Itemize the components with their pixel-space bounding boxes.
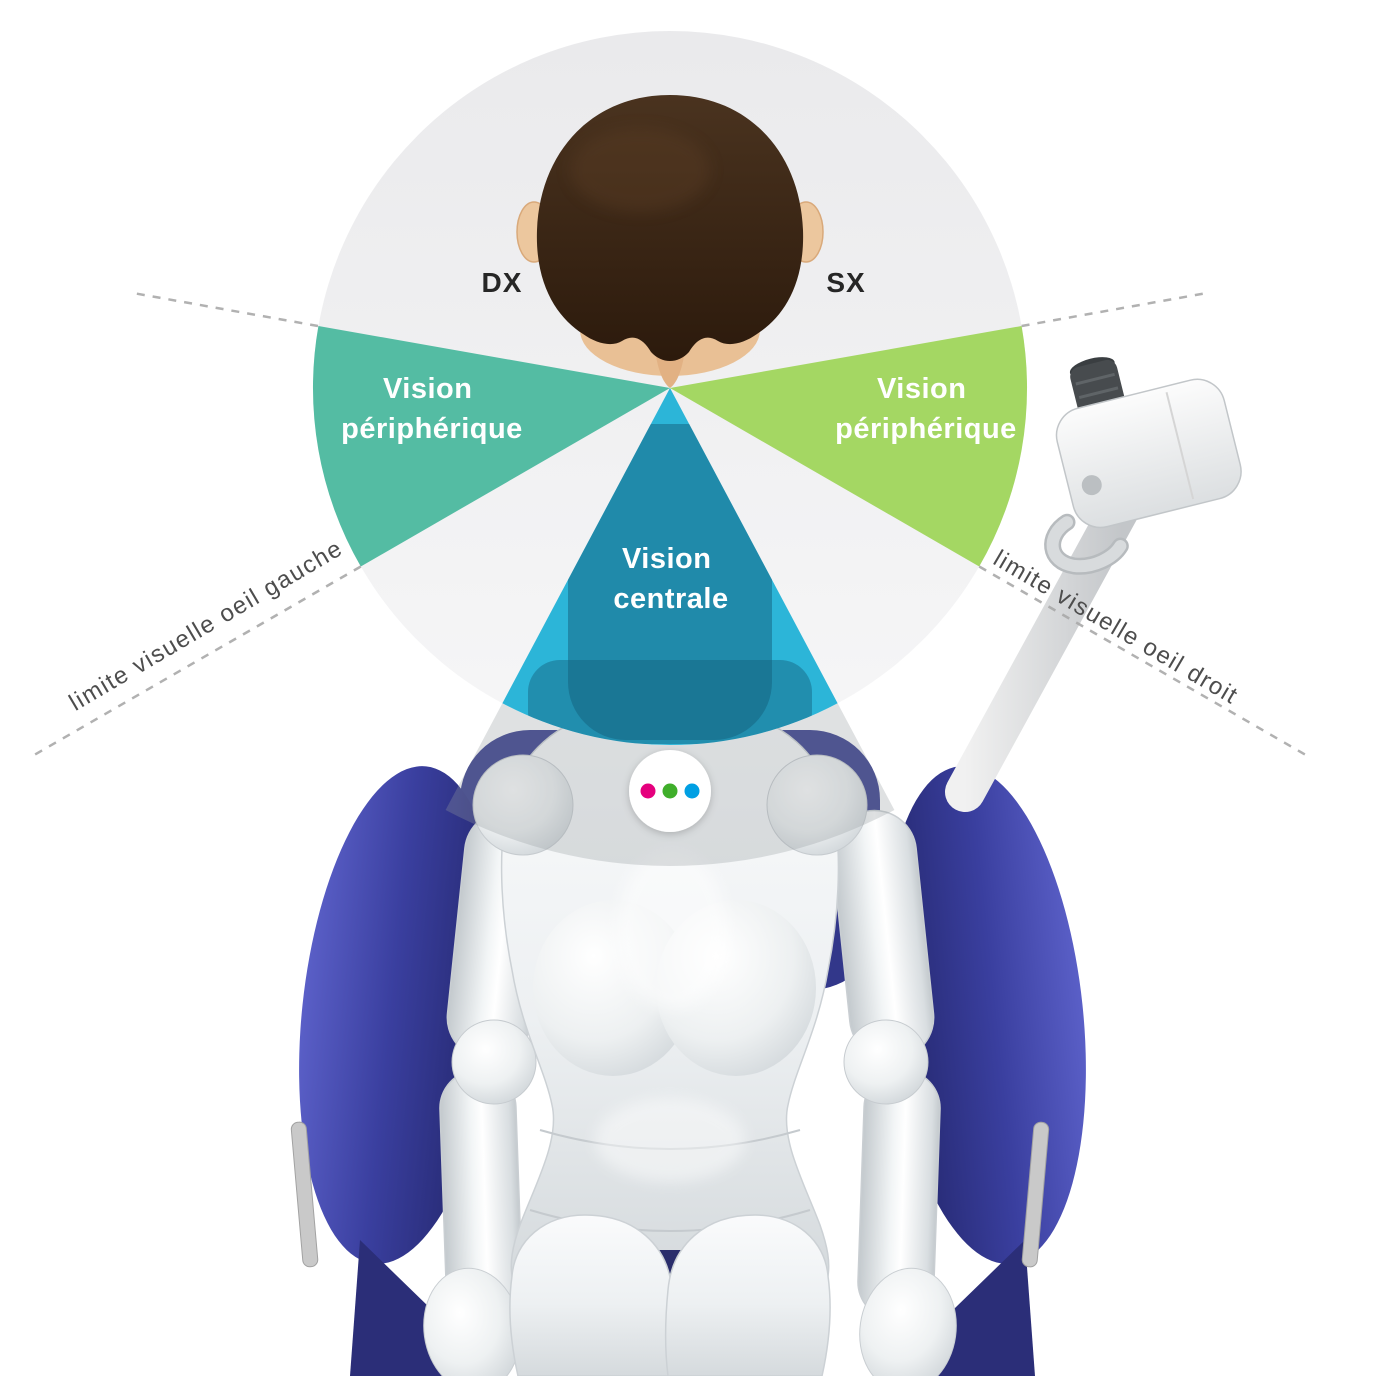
limit-line-left-lower bbox=[28, 565, 362, 760]
chair-left-rail bbox=[290, 1121, 319, 1268]
right-shoulder-joint bbox=[766, 754, 868, 856]
label-sx: SX bbox=[826, 267, 865, 298]
label-peripheral-right-line2: périphérique bbox=[835, 413, 1017, 445]
label-central-line2: centrale bbox=[613, 583, 728, 615]
headrest-silhouette bbox=[528, 424, 812, 744]
nozzle-rib bbox=[1075, 372, 1116, 386]
chest-highlight bbox=[617, 850, 727, 1010]
belly-highlight bbox=[595, 1098, 745, 1182]
peripheral-vision-right-wedge bbox=[670, 326, 1028, 567]
limit-line-left-upper bbox=[132, 291, 319, 328]
hair-highlight bbox=[570, 128, 710, 212]
label-peripheral-right-line1: Vision bbox=[877, 373, 967, 405]
label-central-line1: Vision bbox=[622, 543, 712, 575]
badge-dot-cyan bbox=[684, 783, 700, 799]
left-elbow-joint bbox=[451, 1019, 537, 1105]
label-central-vision: Vision centrale bbox=[613, 543, 728, 615]
right-thigh bbox=[664, 1214, 831, 1376]
right-hand bbox=[859, 1267, 957, 1376]
patient-head-top-view bbox=[516, 95, 824, 388]
instrument-handle bbox=[1046, 516, 1127, 573]
bib-badge bbox=[629, 750, 711, 832]
left-thigh bbox=[509, 1214, 676, 1376]
label-peripheral-left: Vision périphérique bbox=[341, 373, 523, 445]
label-limit-left: limite visuelle oeil gauche bbox=[65, 535, 348, 717]
instrument-head bbox=[1044, 357, 1242, 575]
label-peripheral-left-line1: Vision bbox=[383, 373, 473, 405]
nozzle-rib bbox=[1078, 386, 1119, 400]
instrument-body bbox=[1055, 378, 1242, 529]
right-elbow-joint bbox=[843, 1019, 929, 1105]
badge-dot-magenta bbox=[640, 783, 656, 799]
badge-dot-green bbox=[662, 783, 678, 799]
instrument-hinge bbox=[1081, 475, 1102, 496]
label-dx: DX bbox=[482, 267, 523, 298]
instrument-body-seam bbox=[1165, 392, 1195, 500]
patient-mannequin bbox=[423, 690, 957, 1376]
peripheral-vision-left-wedge bbox=[312, 326, 670, 567]
label-peripheral-left-line2: périphérique bbox=[341, 413, 523, 445]
chair-right-rail bbox=[1021, 1121, 1050, 1268]
headrest-shape bbox=[568, 424, 772, 740]
instrument-arm-tube bbox=[945, 485, 1142, 812]
instrument-arm bbox=[945, 357, 1242, 812]
label-peripheral-right: Vision périphérique bbox=[835, 373, 1017, 445]
limit-line-right-upper bbox=[1021, 291, 1208, 328]
left-shoulder-joint bbox=[472, 754, 574, 856]
headrest-base-shape bbox=[528, 660, 812, 744]
